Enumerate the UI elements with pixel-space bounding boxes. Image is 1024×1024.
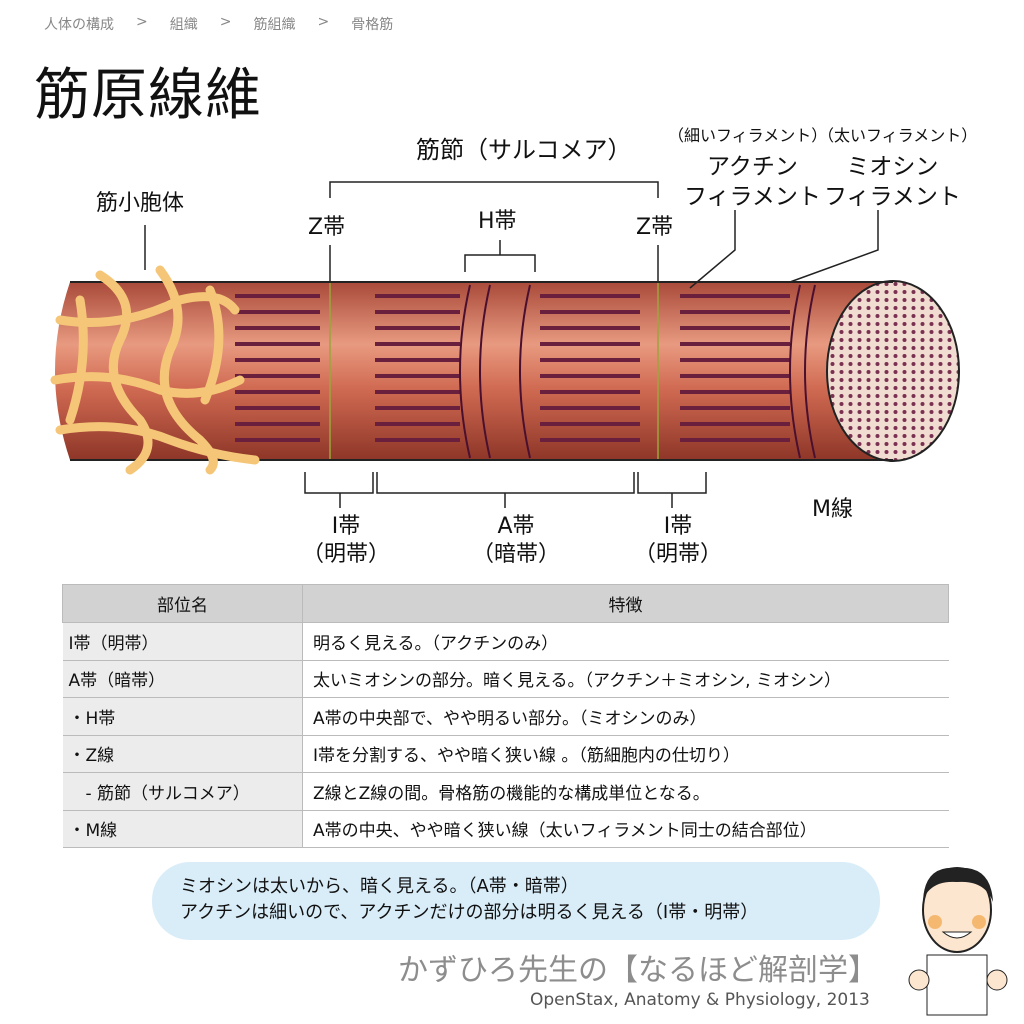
page-title: 筋原線維 — [34, 63, 262, 128]
i-band-sub: （明帯） — [634, 542, 723, 567]
i-band-sub: （明帯） — [302, 542, 391, 567]
a-band-sub: （暗帯） — [472, 542, 561, 567]
breadcrumb-item[interactable]: 筋組織 — [253, 17, 296, 33]
bubble-line: ミオシンは太いから、暗く見える。（A帯・暗帯） — [180, 876, 579, 897]
z-band-left-label: Z帯 — [308, 215, 346, 240]
table-header: 特徴 — [302, 584, 949, 623]
actin-line1: アクチン — [707, 154, 798, 180]
feature-cell: A帯の中央、やや暗く狭い線（太いフィラメント同士の結合部位） — [302, 810, 949, 848]
sarcoplasmic-reticulum-icon — [50, 265, 260, 475]
i-band-right-label: I帯 （明帯） — [634, 513, 722, 569]
part-name-cell: ・H帯 — [62, 697, 303, 736]
breadcrumb-separator: > — [136, 14, 148, 30]
speech-bubble: ミオシンは太いから、暗く見える。（A帯・暗帯） アクチンは細いので、アクチンだけ… — [152, 862, 880, 940]
breadcrumb-separator: > — [219, 14, 232, 30]
sarcomere-label: 筋節（サルコメア） — [416, 136, 632, 164]
h-band-label: H帯 — [478, 209, 517, 234]
sr-label: 筋小胞体 — [96, 191, 185, 216]
breadcrumb-item[interactable]: 組織 — [169, 17, 198, 33]
m-line-label: M線 — [812, 497, 853, 522]
teacher-avatar-icon — [908, 867, 1008, 1016]
brand-logo-text: かずひろ先生の【なるほど解剖学】 — [398, 953, 878, 988]
myosin-label: ミオシンフィラメント — [824, 152, 961, 212]
feature-cell: Z線とZ線の間。骨格筋の機能的な構成単位となる。 — [302, 772, 949, 811]
myosin-line2: フィラメント — [824, 184, 961, 210]
i-band-text: I帯 — [663, 514, 693, 539]
breadcrumb: 人体の構成 > 組織 > 筋組織 > 骨格筋 — [44, 14, 393, 34]
citation: OpenStax, Anatomy & Physiology, 2013 — [530, 990, 870, 1010]
part-name-cell: A帯（暗帯） — [62, 660, 303, 698]
thin-filament-note: （細いフィラメント） — [668, 126, 828, 145]
part-name-cell: I帯（明帯） — [62, 622, 303, 661]
table-row: A帯（暗帯）太いミオシンの部分。暗く見える。（アクチン＋ミオシン, ミオシン） — [62, 660, 949, 698]
label-leaders — [144, 181, 879, 508]
part-name-cell: ・Z線 — [62, 735, 303, 773]
feature-cell: I帯を分割する、やや暗く狭い線 。（筋細胞内の仕切り） — [302, 735, 949, 773]
actin-line2: フィラメント — [684, 184, 821, 210]
z-band-right-label: Z帯 — [636, 215, 674, 240]
part-name-cell: ・M線 — [62, 810, 303, 848]
table-header: 部位名 — [62, 584, 303, 623]
a-band-label: A帯 （暗帯） — [472, 513, 560, 569]
breadcrumb-separator: > — [317, 14, 330, 30]
a-band-text: A帯 — [497, 514, 535, 539]
myosin-line1: ミオシン — [846, 154, 939, 180]
table-row: I帯（明帯）明るく見える。（アクチンのみ） — [62, 622, 949, 661]
feature-cell: A帯の中央部で、やや明るい部分。（ミオシンのみ） — [302, 697, 949, 736]
thick-filament-note: （太いフィラメント） — [818, 126, 978, 145]
i-band-left-label: I帯 （明帯） — [302, 513, 390, 569]
i-band-text: I帯 — [331, 514, 361, 539]
table-row: - 筋節（サルコメア）Z線とZ線の間。骨格筋の機能的な構成単位となる。 — [62, 772, 949, 811]
feature-cell: 明るく見える。（アクチンのみ） — [302, 622, 949, 661]
myofibril-diagram — [50, 181, 960, 508]
actin-label: アクチンフィラメント — [684, 152, 821, 212]
bubble-line: アクチンは細いので、アクチンだけの部分は明るく見える（I帯・明帯） — [180, 902, 759, 923]
band-table: 部位名 特徴 I帯（明帯）明るく見える。（アクチンのみ）A帯（暗帯）太いミオシン… — [62, 584, 949, 848]
part-name-cell: - 筋節（サルコメア） — [62, 772, 303, 811]
feature-cell: 太いミオシンの部分。暗く見える。（アクチン＋ミオシン, ミオシン） — [302, 660, 949, 698]
breadcrumb-item[interactable]: 人体の構成 — [44, 17, 114, 33]
myofibril-cylinder — [55, 280, 960, 462]
breadcrumb-item: 骨格筋 — [351, 17, 394, 33]
